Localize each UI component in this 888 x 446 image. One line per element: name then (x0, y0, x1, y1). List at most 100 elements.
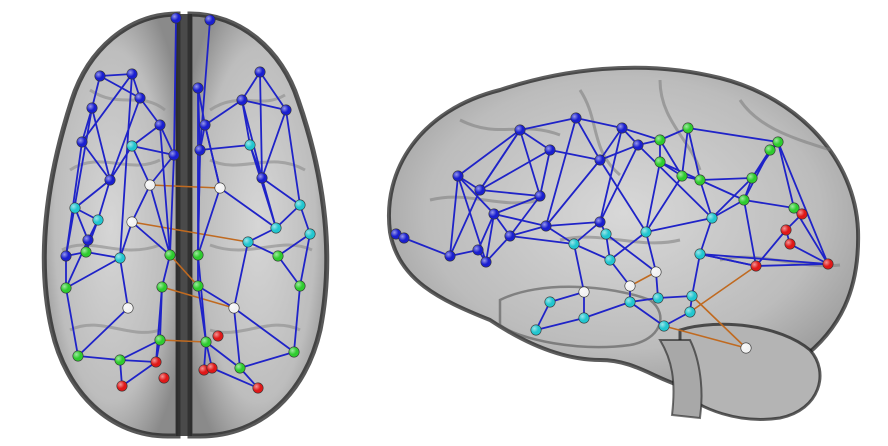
axial-node-cyan (242, 236, 254, 248)
axial-node-green (192, 280, 204, 292)
axial-edge (91, 107, 111, 181)
sagittal-edge (755, 263, 829, 267)
sagittal-node-cyan (568, 238, 580, 250)
axial-edge (97, 179, 111, 221)
sagittal-node-blue (390, 228, 402, 240)
sagittal-node-blue (534, 190, 546, 202)
axial-node-white (122, 302, 134, 314)
sagittal-node-red (796, 208, 808, 220)
axial-edge (74, 207, 89, 241)
sagittal-node-cyan (686, 290, 698, 302)
sagittal-edge (403, 237, 451, 257)
sagittal-node-red (822, 258, 834, 270)
sagittal-node-cyan (694, 248, 706, 260)
axial-node-red (252, 382, 264, 394)
axial-edge (131, 221, 171, 256)
sagittal-edge (457, 129, 521, 177)
sagittal-edge (599, 159, 647, 233)
sagittal-node-blue (540, 220, 552, 232)
sagittal-edge (479, 189, 541, 197)
axial-node-blue (236, 94, 248, 106)
axial-node-green (288, 346, 300, 358)
sagittal-node-cyan (604, 254, 616, 266)
axial-edge (119, 257, 129, 309)
axial-node-cyan (114, 252, 126, 264)
sagittal-edge (637, 144, 713, 219)
axial-edge (139, 97, 161, 126)
sagittal-edge (457, 175, 495, 215)
axial-edge (233, 307, 295, 353)
sagittal-edge (485, 235, 511, 263)
axial-node-blue (170, 12, 182, 24)
sagittal-node-cyan (706, 212, 718, 224)
axial-edge (293, 285, 301, 353)
sagittal-edge-cross (689, 265, 757, 313)
sagittal-edge (545, 225, 575, 245)
axial-node-blue (134, 92, 146, 104)
sagittal-node-blue (632, 139, 644, 151)
sagittal-edge-cross (663, 325, 747, 349)
sagittal-edge (575, 117, 623, 129)
sagittal-node-green (694, 174, 706, 186)
sagittal-cerebrum (387, 65, 861, 393)
axial-edge-cross (159, 339, 207, 343)
axial-edge (159, 124, 171, 256)
axial-edge (99, 75, 141, 99)
sagittal-node-cyan (600, 228, 612, 240)
sagittal-edge (449, 189, 481, 257)
axial-edge (81, 73, 133, 143)
sagittal-cerebellum (678, 322, 822, 421)
axial-node-blue (199, 119, 211, 131)
axial-edge (197, 149, 201, 256)
sagittal-edge (691, 253, 701, 297)
sagittal-edge (621, 127, 661, 141)
sagittal-node-blue (398, 232, 410, 244)
sagittal-edge (605, 233, 657, 273)
axial-edge-cross (161, 286, 235, 309)
sagittal-edge (479, 129, 521, 191)
axial-edge (211, 367, 259, 389)
axial-midline-fissure (176, 14, 192, 436)
axial-edge (241, 99, 287, 111)
sagittal-brain-view (387, 65, 861, 421)
sagittal-edge (699, 253, 829, 265)
axial-node-white (228, 302, 240, 314)
axial-edge (197, 254, 207, 343)
axial-edge (131, 184, 151, 223)
sagittal-edge (687, 127, 701, 181)
sagittal-edge (645, 231, 657, 273)
axial-node-cyan (244, 139, 256, 151)
axial-node-cyan (92, 214, 104, 226)
axial-node-green (156, 281, 168, 293)
sagittal-node-green (764, 144, 776, 156)
axial-left-hemisphere (41, 11, 181, 439)
sagittal-node-cyan (544, 296, 556, 308)
axial-node-green (272, 250, 284, 262)
sagittal-edge (549, 149, 601, 161)
axial-node-blue (254, 66, 266, 78)
axial-edge (285, 109, 301, 206)
sagittal-edge (743, 199, 795, 209)
axial-edge (233, 307, 241, 369)
sagittal-node-green (654, 156, 666, 168)
sagittal-edge (535, 317, 585, 331)
sagittal-node-cyan (624, 296, 636, 308)
sagittal-node-blue (474, 184, 486, 196)
sagittal-node-green (654, 134, 666, 146)
sagittal-node-red (750, 260, 762, 272)
sagittal-node-blue (570, 112, 582, 124)
axial-node-blue (256, 172, 268, 184)
sagittal-edge (573, 221, 601, 245)
sagittal-edge (509, 235, 575, 245)
axial-node-blue (154, 119, 166, 131)
axial-node-cyan (126, 140, 138, 152)
axial-edge (169, 154, 175, 256)
sagittal-edge (583, 301, 631, 319)
axial-edge (109, 97, 141, 181)
sagittal-edge (519, 117, 577, 131)
axial-edge (119, 359, 157, 363)
axial-node-green (294, 280, 306, 292)
sagittal-edge (711, 177, 753, 219)
sagittal-node-cyan (652, 292, 664, 304)
sagittal-node-cyan (658, 320, 670, 332)
